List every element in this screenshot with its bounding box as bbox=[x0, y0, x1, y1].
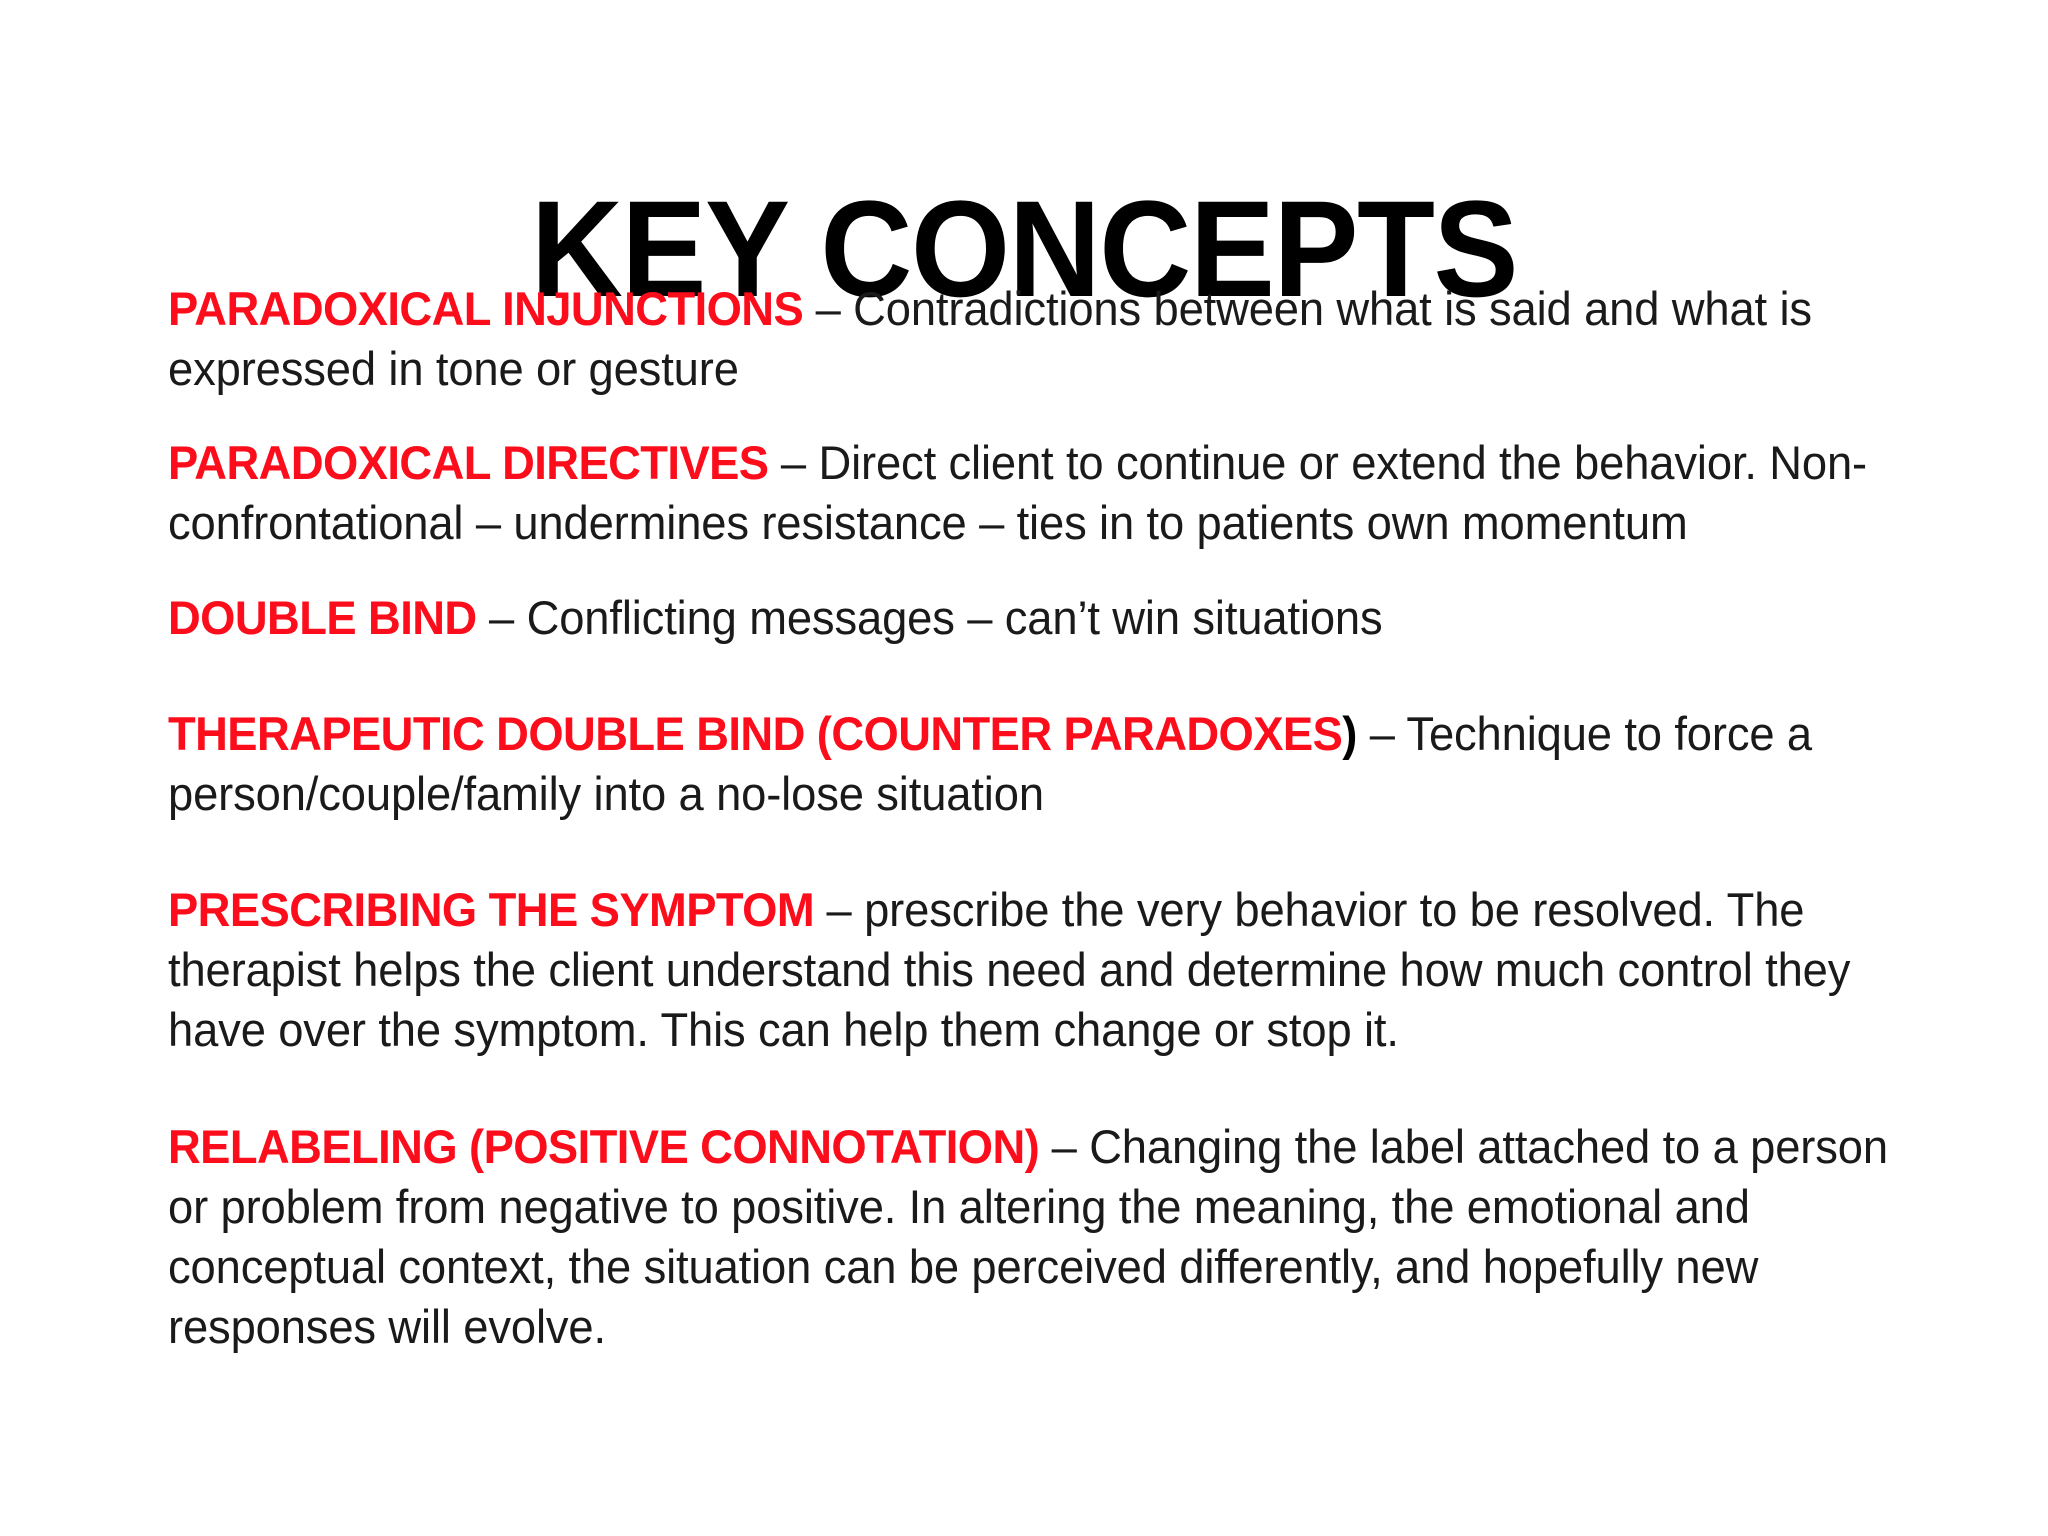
concept-description: – Changing the label attached to a perso… bbox=[168, 1119, 1888, 1354]
concept-term: RELABELING (POSITIVE CONNOTATION) bbox=[168, 1119, 1040, 1173]
concept-item-paradoxical-injunctions: PARADOXICAL INJUNCTIONS – Contradictions… bbox=[168, 279, 1895, 399]
concept-term-tail: ) bbox=[1342, 706, 1358, 760]
concept-description: – Contradictions between what is said an… bbox=[168, 282, 1812, 396]
concept-term: DOUBLE BIND bbox=[168, 590, 477, 644]
concept-description: – Technique to force a person/couple/fam… bbox=[168, 706, 1812, 820]
concept-description: – Direct client to continue or extend th… bbox=[168, 436, 1868, 550]
concept-item-relabeling: RELABELING (POSITIVE CONNOTATION) – Chan… bbox=[168, 1117, 1895, 1358]
concept-description: – prescribe the very behavior to be reso… bbox=[168, 883, 1851, 1057]
concept-item-prescribing-the-symptom: PRESCRIBING THE SYMPTOM – prescribe the … bbox=[168, 880, 1895, 1060]
concept-item-therapeutic-double-bind: THERAPEUTIC DOUBLE BIND (COUNTER PARADOX… bbox=[168, 704, 1895, 824]
concept-term: THERAPEUTIC DOUBLE BIND (COUNTER PARADOX… bbox=[168, 706, 1343, 760]
concept-term: PARADOXICAL DIRECTIVES bbox=[168, 436, 769, 490]
page-title: KEY CONCEPTS bbox=[530, 172, 1519, 326]
concepts-list: PARADOXICAL INJUNCTIONS – Contradictions… bbox=[168, 279, 1958, 1391]
concept-description: – Conflicting messages – can’t win situa… bbox=[476, 590, 1383, 644]
concept-item-double-bind: DOUBLE BIND – Conflicting messages – can… bbox=[168, 588, 1895, 648]
concept-term: PARADOXICAL INJUNCTIONS bbox=[168, 282, 804, 335]
concept-term: PRESCRIBING THE SYMPTOM bbox=[168, 883, 815, 937]
concept-item-paradoxical-directives: PARADOXICAL DIRECTIVES – Direct client t… bbox=[168, 433, 1895, 553]
